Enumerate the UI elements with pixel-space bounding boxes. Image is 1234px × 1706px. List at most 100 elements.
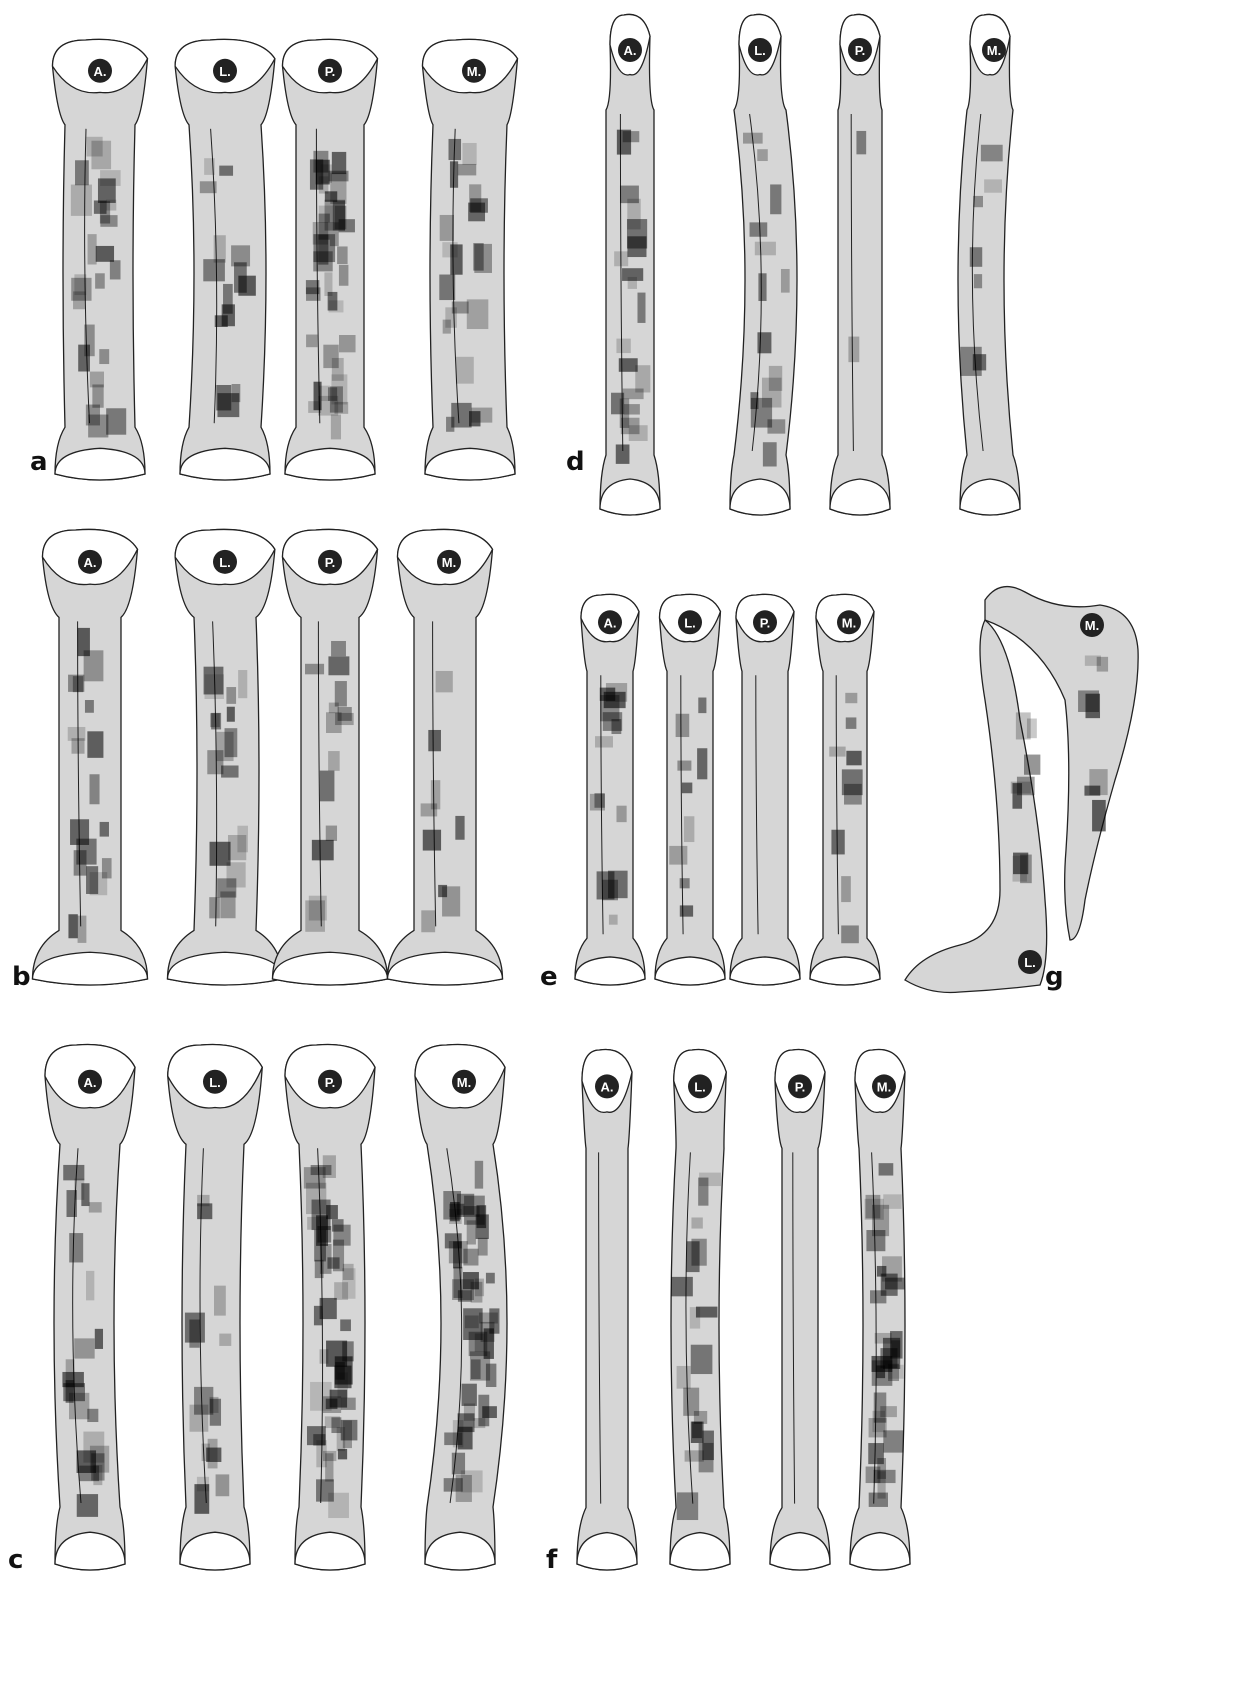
- modification-patch: [1024, 755, 1040, 775]
- modification-patch: [106, 408, 126, 434]
- modification-patch: [450, 161, 458, 187]
- modification-patch: [204, 158, 215, 175]
- modification-patch: [332, 1219, 344, 1231]
- modification-patch: [92, 384, 103, 407]
- modification-patch: [621, 418, 640, 434]
- modification-patch: [438, 885, 447, 897]
- modification-patch: [228, 835, 246, 860]
- view-label: M.: [467, 64, 481, 79]
- modification-patch: [210, 1397, 219, 1413]
- modification-patch: [306, 1183, 326, 1214]
- modification-patch: [635, 365, 650, 392]
- view-label: M.: [842, 615, 856, 630]
- modification-patch: [594, 793, 604, 808]
- modification-patch: [444, 1478, 463, 1492]
- modification-patch: [68, 914, 77, 938]
- modification-patch: [475, 1161, 483, 1189]
- modification-patch: [305, 664, 324, 675]
- modification-patch: [456, 357, 474, 384]
- modification-patch: [604, 692, 626, 708]
- modification-patch: [461, 1470, 483, 1492]
- modification-patch: [421, 803, 438, 816]
- modification-patch: [324, 272, 332, 296]
- view-label: P.: [325, 64, 336, 79]
- modification-patch: [110, 260, 121, 279]
- view-label: L.: [754, 43, 766, 58]
- panel-f: A.L.P.M.f: [546, 1049, 910, 1575]
- modification-patch: [78, 916, 87, 943]
- modification-patch: [696, 1307, 717, 1318]
- modification-patch: [467, 299, 489, 329]
- modification-patch: [313, 222, 328, 245]
- view-label: P.: [325, 555, 336, 570]
- modification-patch: [883, 1194, 901, 1209]
- modification-patch: [323, 345, 338, 368]
- modification-patch: [76, 839, 96, 865]
- modification-patch: [78, 345, 90, 372]
- modification-patch: [197, 1195, 209, 1206]
- modification-patch: [331, 415, 341, 440]
- modification-patch: [329, 703, 339, 714]
- modification-patch: [973, 196, 983, 207]
- modification-patch: [458, 164, 477, 175]
- modification-patch: [669, 846, 687, 865]
- modification-patch: [84, 650, 104, 681]
- modification-patch: [449, 1204, 464, 1217]
- modification-patch: [190, 1405, 209, 1432]
- bone-outline: [830, 14, 890, 515]
- modification-patch: [74, 274, 86, 295]
- view-label: P.: [795, 1079, 806, 1094]
- modification-patch: [439, 275, 455, 301]
- modification-patch: [214, 235, 226, 262]
- modification-patch: [223, 284, 233, 314]
- modification-patch: [445, 307, 457, 327]
- view-label: L.: [219, 64, 231, 79]
- modification-patch: [89, 774, 99, 804]
- modification-patch: [637, 293, 645, 323]
- modification-patch: [338, 707, 352, 721]
- view-label: L.: [684, 615, 696, 630]
- modification-patch: [482, 1406, 497, 1418]
- modification-patch: [869, 1418, 887, 1437]
- modification-patch: [87, 731, 103, 758]
- modification-patch: [342, 1268, 355, 1299]
- modification-patch: [69, 1393, 89, 1419]
- view-label: L.: [694, 1079, 706, 1094]
- modification-patch: [219, 1334, 231, 1346]
- modification-patch: [619, 358, 638, 372]
- modification-patch: [476, 1214, 489, 1239]
- modification-patch: [423, 830, 441, 851]
- modification-patch: [671, 1277, 693, 1296]
- modification-patch: [316, 1440, 326, 1467]
- modification-patch: [311, 1165, 332, 1175]
- view-label: L.: [219, 555, 231, 570]
- modification-patch: [846, 717, 857, 728]
- modification-patch: [217, 878, 236, 897]
- panel-d: A.L.P.M.d: [566, 14, 1020, 515]
- modification-patch: [320, 1349, 329, 1363]
- modification-patch: [829, 747, 845, 757]
- modification-patch: [91, 141, 111, 170]
- modification-patch: [99, 349, 109, 364]
- modification-patch: [102, 858, 112, 878]
- modification-patch: [421, 910, 435, 932]
- modification-patch: [219, 166, 233, 176]
- modification-patch: [68, 727, 86, 741]
- modification-patch: [90, 372, 104, 388]
- modification-patch: [757, 149, 768, 161]
- modification-patch: [88, 234, 97, 264]
- modification-patch: [617, 130, 631, 155]
- modification-patch: [680, 878, 690, 888]
- modification-patch: [984, 179, 1002, 192]
- modification-patch: [238, 276, 255, 296]
- view-label: M.: [442, 555, 456, 570]
- view-label: L.: [1024, 955, 1036, 970]
- panel-letter-b: b: [12, 962, 31, 992]
- modification-patch: [340, 1319, 351, 1331]
- modification-patch: [329, 300, 344, 312]
- modification-patch: [106, 200, 116, 211]
- modification-patch: [330, 386, 343, 412]
- view-label: M.: [457, 1075, 471, 1090]
- modification-patch: [841, 925, 859, 943]
- modification-patch: [63, 1165, 84, 1180]
